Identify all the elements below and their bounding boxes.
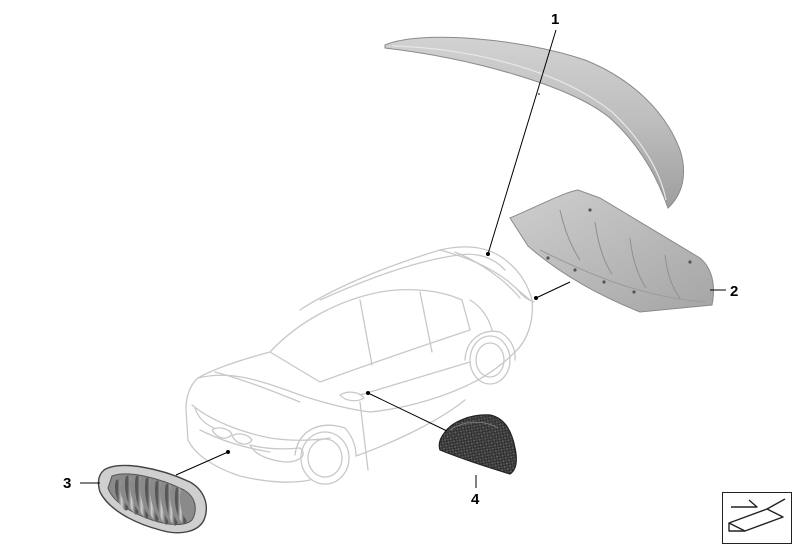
kidney-grille-part[interactable] bbox=[97, 464, 208, 534]
car-outline bbox=[185, 246, 535, 485]
mirror-cap-part[interactable] bbox=[438, 414, 517, 475]
arrow-down-left-icon bbox=[728, 498, 786, 532]
rear-diffuser-part[interactable] bbox=[509, 189, 714, 313]
callout-4[interactable]: 4 bbox=[471, 491, 480, 508]
spoiler-highlight bbox=[391, 45, 667, 201]
leader-dots bbox=[226, 252, 538, 454]
callout-1[interactable]: 1 bbox=[551, 11, 560, 28]
rear-spoiler-part[interactable] bbox=[384, 36, 685, 209]
callout-3[interactable]: 3 bbox=[63, 475, 72, 492]
leader-lines bbox=[80, 29, 726, 488]
callout-2[interactable]: 2 bbox=[730, 283, 739, 300]
navigation-button[interactable] bbox=[722, 492, 792, 544]
